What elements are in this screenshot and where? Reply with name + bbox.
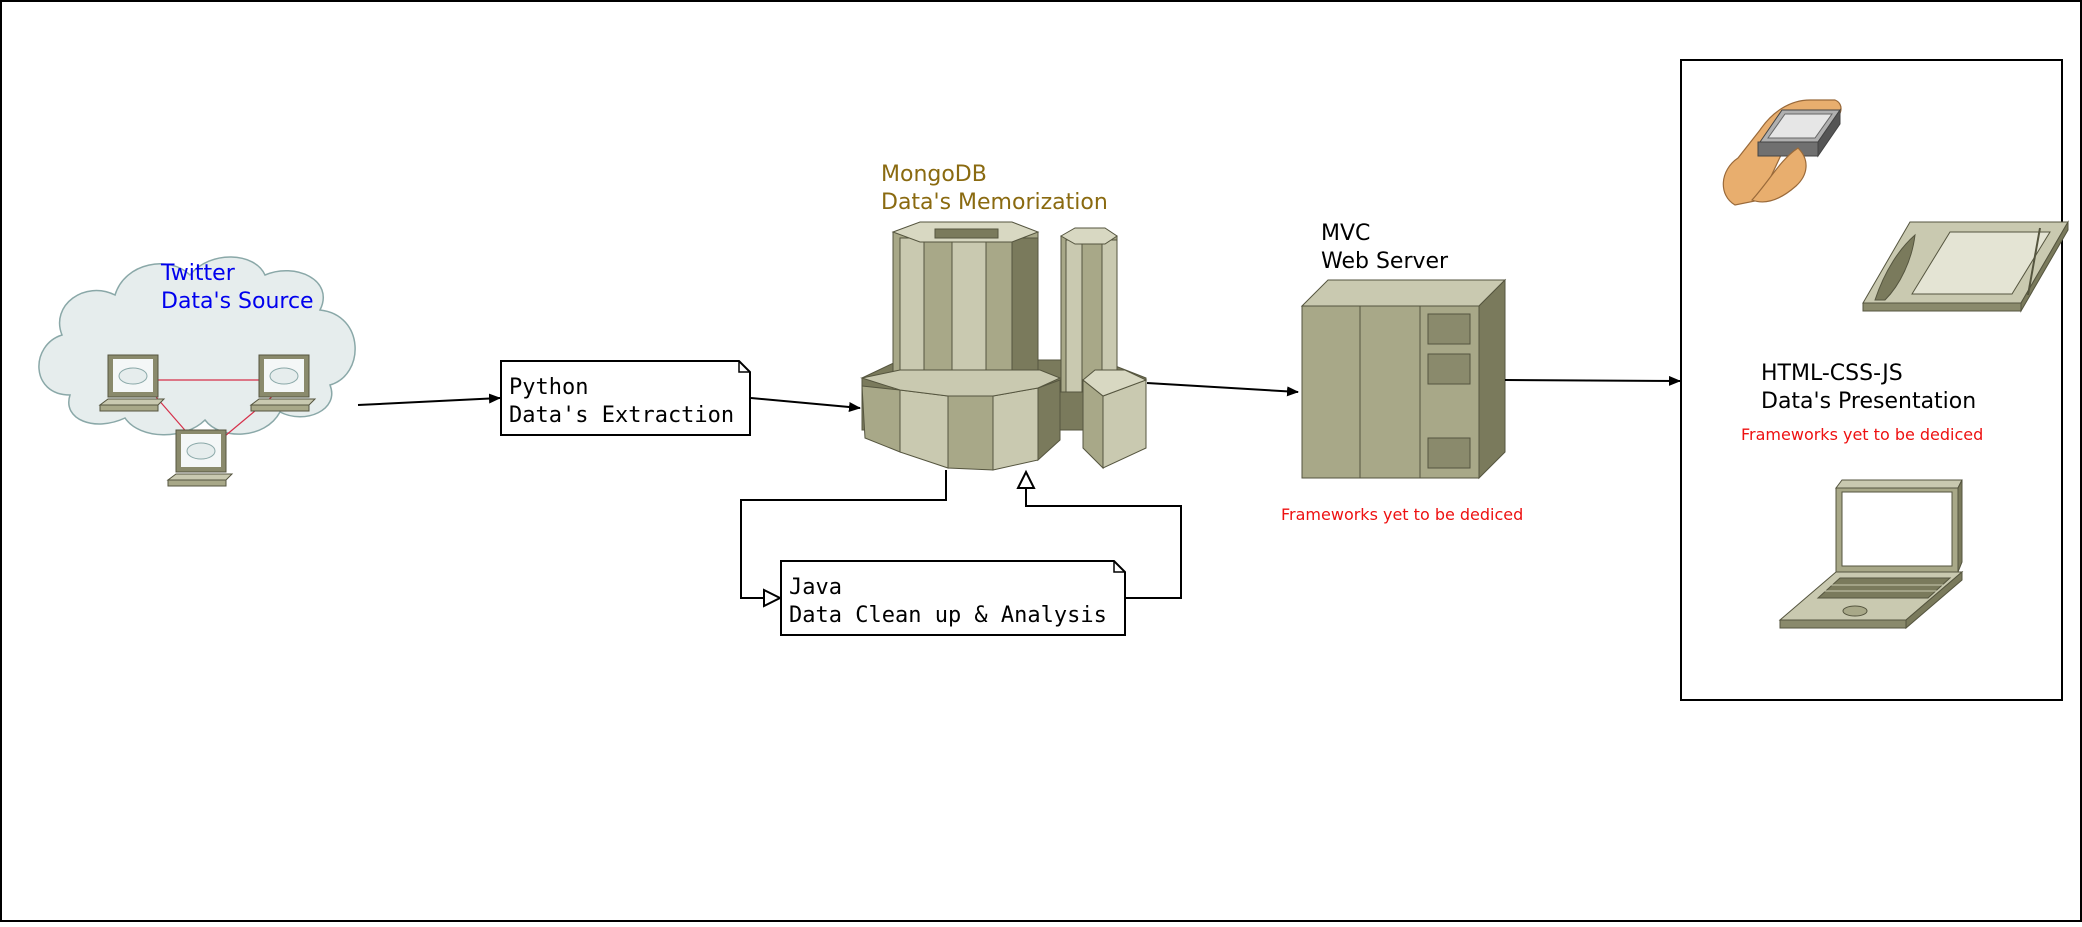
mongodb-title: MongoDB — [881, 162, 987, 187]
twitter-title: Twitter — [160, 261, 236, 286]
presentation-subtitle: Data's Presentation — [1761, 389, 1976, 414]
laptop-icon — [1778, 479, 1964, 630]
arrowhead-open — [1016, 469, 1036, 489]
server-tower-icon — [1300, 278, 1507, 480]
mvc-title: MVC — [1321, 221, 1370, 246]
arrow-twitter-to-python — [357, 393, 501, 406]
computer-icon — [98, 354, 166, 412]
arrow-mvc-to-presentation — [1504, 375, 1681, 386]
arrow-python-to-mongodb — [750, 397, 861, 412]
arrowhead-open — [763, 588, 783, 608]
tablet-icon — [1862, 220, 2069, 313]
pda-in-hand-icon — [1722, 99, 1842, 206]
mongodb-subtitle: Data's Memorization — [881, 190, 1108, 215]
twitter-subtitle: Data's Source — [161, 289, 314, 314]
python-title: Python — [509, 375, 588, 400]
python-note-box — [500, 360, 751, 436]
presentation-title: HTML-CSS-JS — [1761, 361, 1903, 386]
mainframe-database-icon — [860, 221, 1148, 471]
java-note-box — [780, 560, 1126, 636]
arrow-java-to-mongodb — [1025, 488, 1182, 599]
arrow-mongodb-to-java — [740, 470, 947, 599]
python-subtitle: Data's Extraction — [509, 403, 734, 428]
mvc-subtitle: Web Server — [1321, 249, 1449, 274]
java-title: Java — [789, 575, 842, 600]
arrow-mongodb-to-mvc — [1146, 382, 1299, 397]
computer-icon — [166, 429, 234, 487]
presentation-framework-note: Frameworks yet to be dediced — [1741, 425, 1983, 444]
java-subtitle: Data Clean up & Analysis — [789, 603, 1107, 628]
mvc-framework-note: Frameworks yet to be dediced — [1281, 505, 1523, 524]
computer-icon — [249, 354, 317, 412]
